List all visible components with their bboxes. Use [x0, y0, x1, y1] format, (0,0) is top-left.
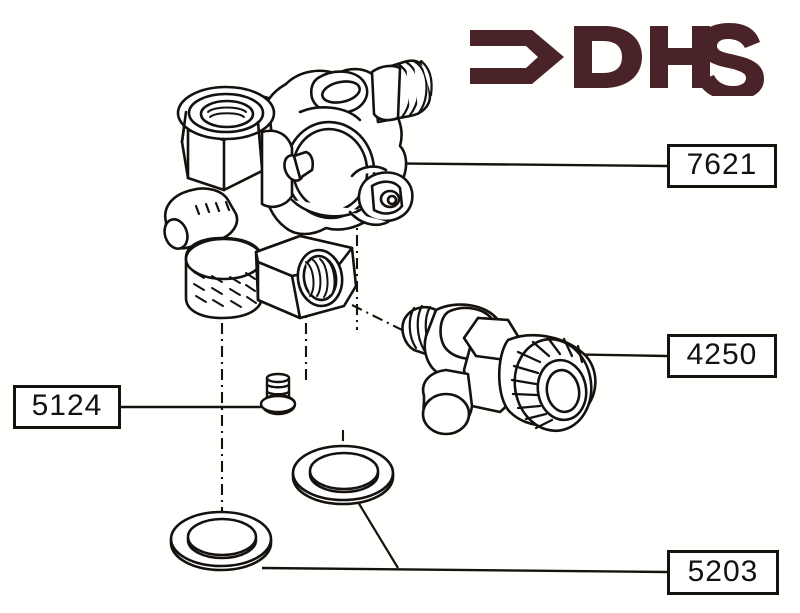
leader-5203-horizontal [261, 566, 668, 574]
leader-5203-branch [357, 501, 399, 569]
part-label-5124[interactable]: 5124 [13, 385, 121, 429]
washer-upper [291, 444, 395, 506]
part-label-7621[interactable]: 7621 [667, 144, 777, 188]
part-label-4250[interactable]: 4250 [667, 334, 777, 378]
washer-lower [169, 510, 273, 572]
part-label-5203[interactable]: 5203 [667, 550, 779, 595]
dhs-logo [468, 18, 768, 96]
